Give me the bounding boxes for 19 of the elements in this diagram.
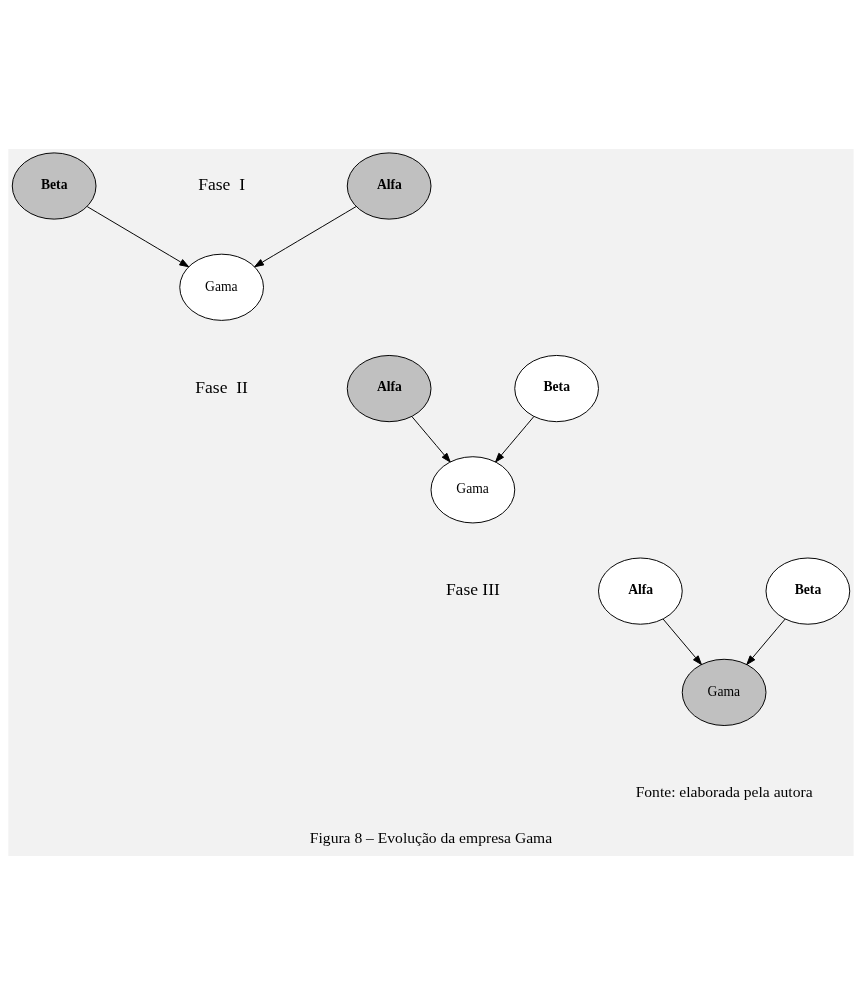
- arrow: [254, 206, 357, 268]
- node-ellipse: Beta: [765, 557, 851, 625]
- label: Fase II: [195, 376, 248, 397]
- node-ellipse: Alfa: [598, 557, 683, 625]
- arrow: [495, 415, 535, 463]
- node-ellipse: Beta: [11, 152, 97, 220]
- arrow: [662, 618, 702, 665]
- arrow: [411, 415, 451, 463]
- label: Fonte: elaborada pela autora: [635, 783, 813, 801]
- node-ellipse: Alfa: [346, 354, 432, 423]
- node-ellipse: Alfa: [346, 152, 432, 220]
- arrow: [746, 618, 786, 665]
- node-ellipse: Gama: [681, 658, 767, 726]
- node-ellipse: Beta: [514, 354, 599, 423]
- label: Fase III: [445, 579, 500, 600]
- caption: Figura 8 – Evolução da empresa Gama: [309, 829, 553, 847]
- label: Fase I: [198, 174, 245, 195]
- arrow: [86, 206, 190, 268]
- node-ellipse: Gama: [430, 456, 516, 524]
